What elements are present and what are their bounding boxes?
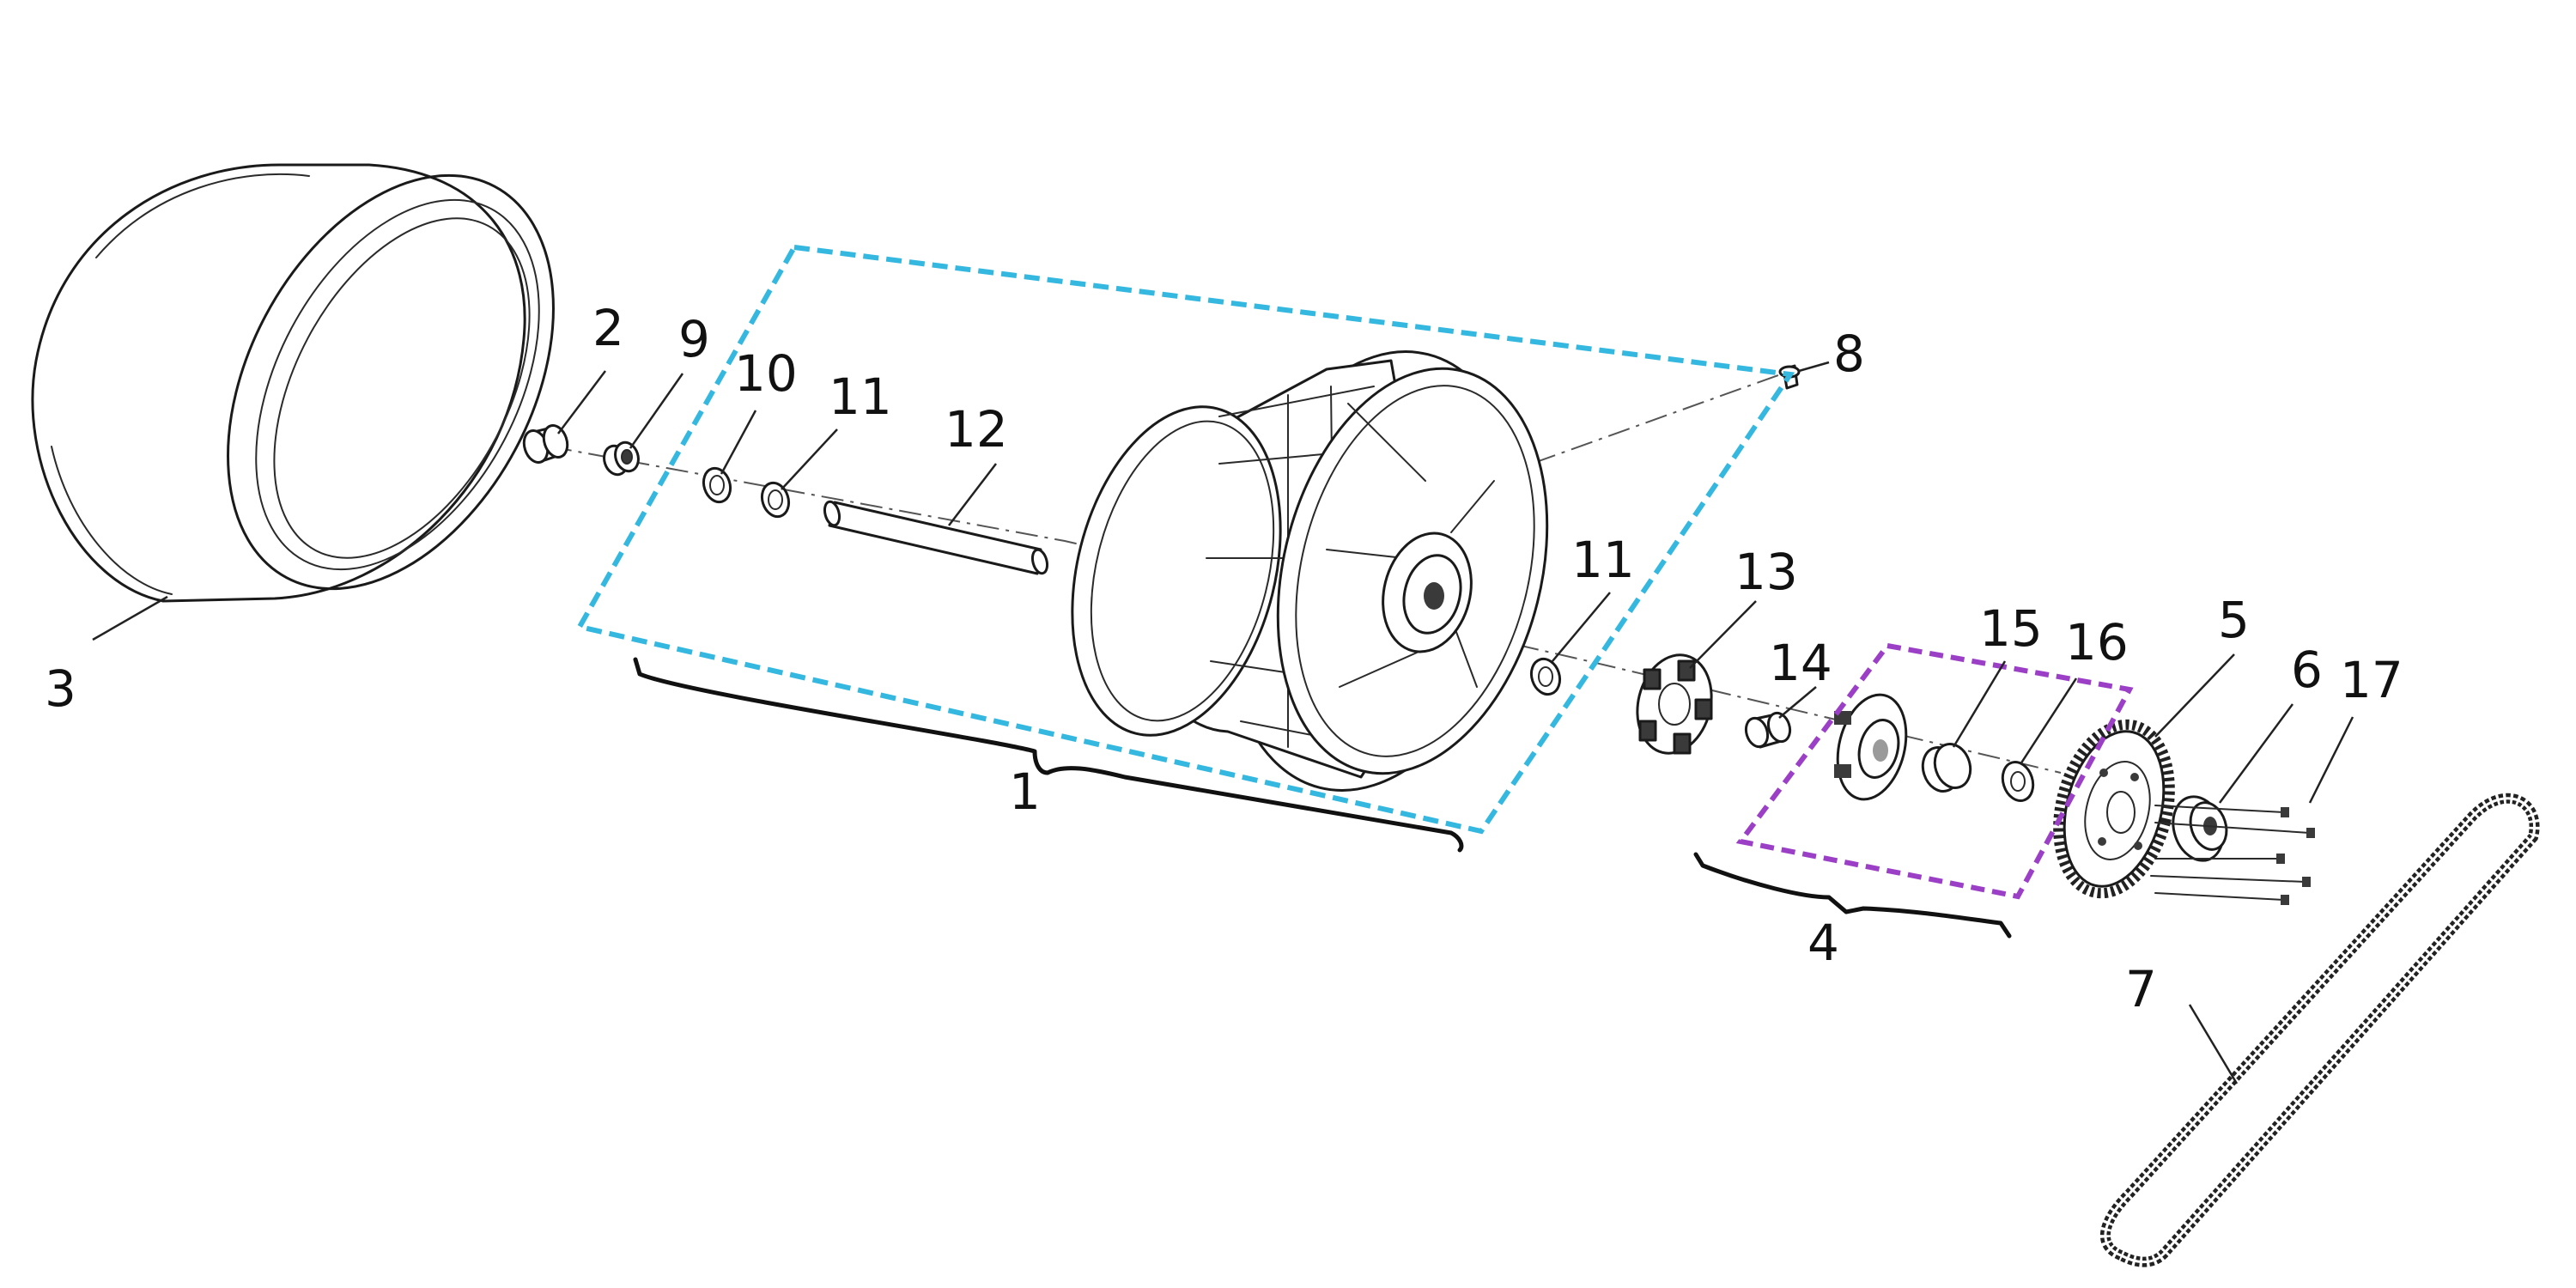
callout-15: 15 <box>1979 599 2043 658</box>
callout-4: 4 <box>1807 914 1839 972</box>
leader-17 <box>2308 716 2354 804</box>
leader-9 <box>629 373 684 449</box>
leader-2 <box>557 370 606 434</box>
callout-8: 8 <box>1833 325 1865 383</box>
callout-7: 7 <box>2125 960 2157 1018</box>
drive-chain-part-7 <box>2100 793 2540 1267</box>
leader-7 <box>2188 1004 2239 1084</box>
callout-13: 13 <box>1735 543 1798 601</box>
callout-9: 9 <box>678 310 710 368</box>
wheel-rim <box>1071 350 1549 792</box>
callout-2: 2 <box>592 299 624 357</box>
callout-1: 1 <box>1009 762 1041 821</box>
leader-11a <box>781 428 838 490</box>
leader-16 <box>2019 677 2078 765</box>
spacer-part-2 <box>522 423 569 465</box>
callout-11a: 11 <box>829 368 892 426</box>
sprocket-hub-brace <box>1693 852 2012 939</box>
callout-11b: 11 <box>1571 531 1635 589</box>
leader-12 <box>948 463 997 526</box>
rim-assembly-brace <box>633 657 1464 853</box>
callout-12: 12 <box>945 400 1008 459</box>
sprocket-hub <box>1834 693 1908 801</box>
spacer-part-14 <box>1744 711 1792 749</box>
leader-10 <box>720 410 757 475</box>
callout-6: 6 <box>2291 641 2323 699</box>
callout-3: 3 <box>45 659 76 718</box>
damper-part-13 <box>1636 653 1713 755</box>
leader-14 <box>1778 686 1817 719</box>
bolts-part-17 <box>2150 805 2315 905</box>
bushing-part-9 <box>603 440 640 477</box>
axle-part-12 <box>823 500 1049 575</box>
leader-8 <box>1798 361 1830 373</box>
bearing-part-11-right <box>1529 657 1562 696</box>
washer-part-16 <box>2001 761 2035 802</box>
sprocket-hub-group-outline <box>1735 642 2134 900</box>
leader-6 <box>2218 703 2294 804</box>
spacer-part-15 <box>1921 743 1972 793</box>
leader-5 <box>2154 653 2235 738</box>
callout-10: 10 <box>734 344 798 403</box>
callout-5: 5 <box>2218 591 2250 649</box>
callout-17: 17 <box>2340 651 2403 709</box>
leader-3 <box>92 595 168 641</box>
leader-11b <box>1552 592 1611 662</box>
leader-15 <box>1952 660 2007 748</box>
rim-assembly-group-outline <box>575 244 1795 835</box>
leader-13 <box>1689 600 1757 669</box>
sprocket-part-5 <box>2053 719 2175 899</box>
callout-16: 16 <box>2065 613 2129 671</box>
bearing-part-11-left <box>760 481 791 519</box>
bearing-part-10 <box>702 466 732 504</box>
callout-14: 14 <box>1769 634 1832 692</box>
flange-part-6 <box>2172 795 2228 862</box>
tire <box>31 163 555 603</box>
